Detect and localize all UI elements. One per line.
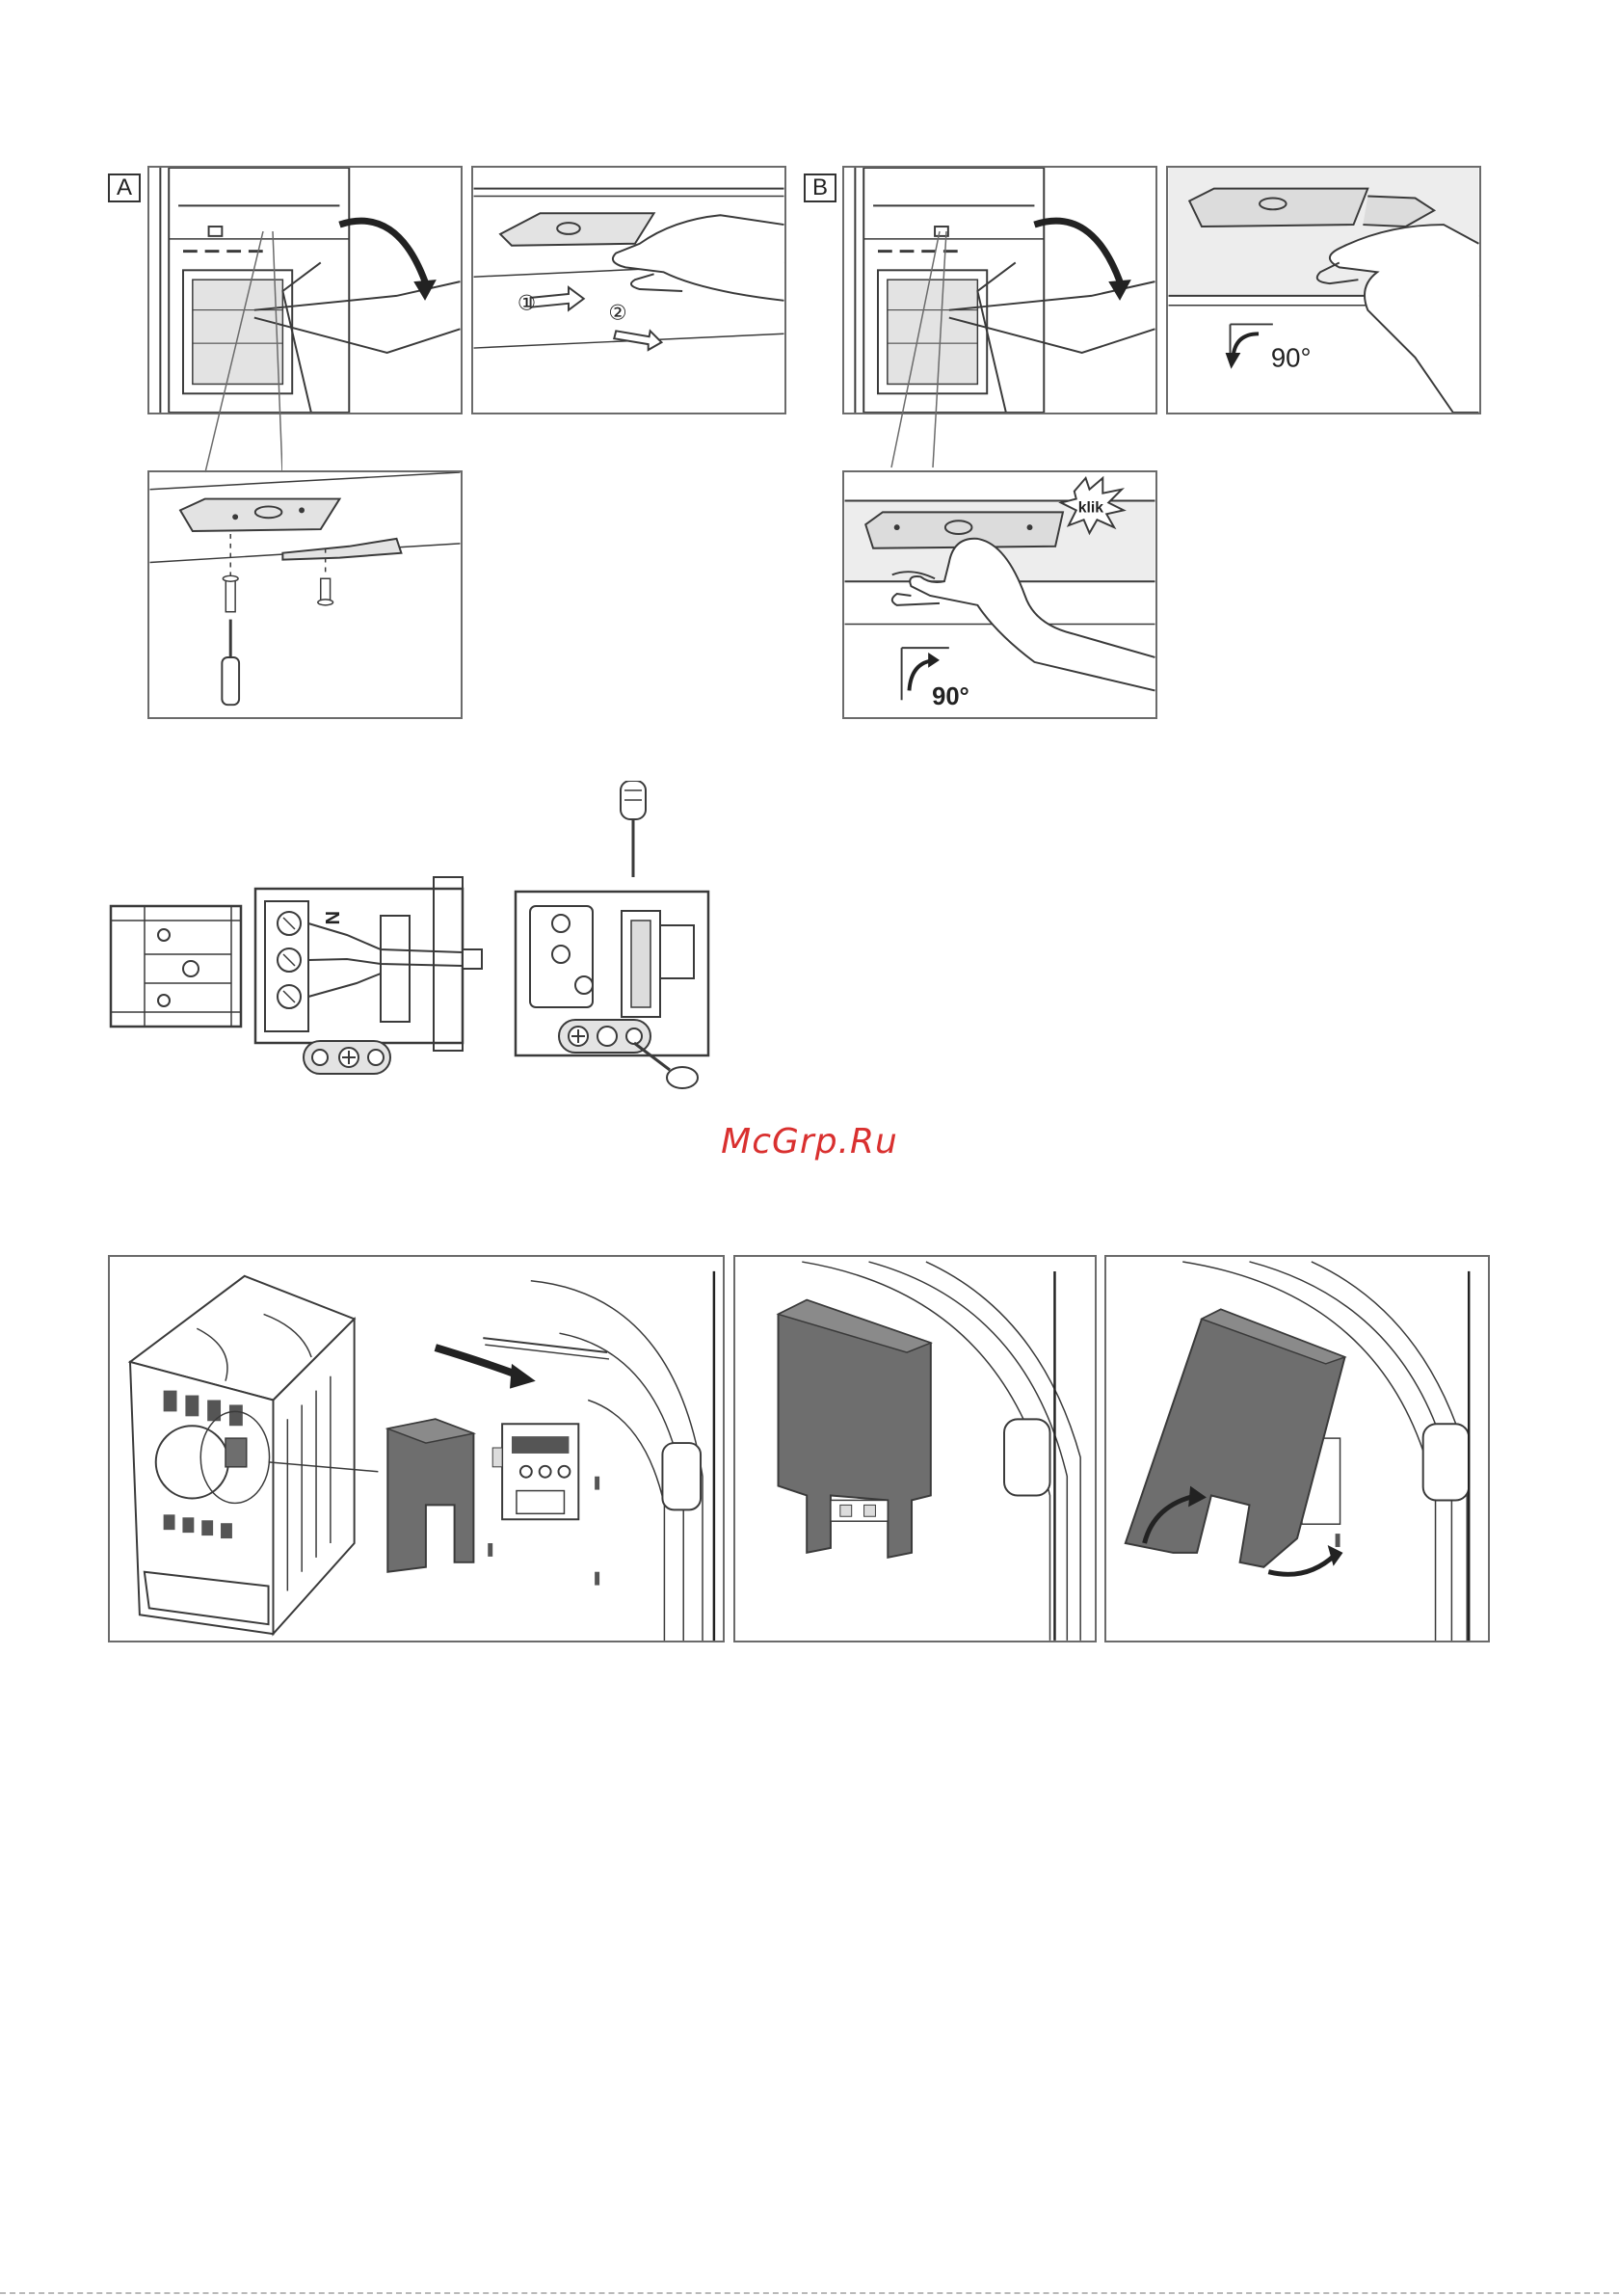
section-label-b: B xyxy=(804,174,836,202)
footer-dashed-rule xyxy=(0,2292,1619,2294)
hinge-screws-illustration xyxy=(149,472,461,717)
step-one-marker: ① xyxy=(518,291,536,315)
hinge-rotate-illustration: 90° xyxy=(1168,168,1479,413)
leader-line-a xyxy=(147,231,282,482)
step-two-marker: ② xyxy=(608,301,626,325)
figure-a3-hinge-screws xyxy=(147,470,463,719)
hinge-release-illustration: ① ② xyxy=(473,168,784,413)
click-label: klik xyxy=(1078,499,1104,516)
figure-b3-hinge-click: klik 90° xyxy=(842,470,1157,719)
watermark: McGrp.Ru xyxy=(713,1122,906,1161)
terminal-block-diagram: N xyxy=(106,781,723,1099)
cover-released-illustration xyxy=(1106,1257,1488,1641)
figure-c1-cooker-back xyxy=(108,1255,725,1642)
angle-label-b3: 90° xyxy=(932,683,969,710)
leader-line-b xyxy=(887,231,954,472)
hinge-click-illustration: klik 90° xyxy=(844,472,1155,717)
terminal-n-label: N xyxy=(321,911,342,924)
figure-c3-cover-released xyxy=(1104,1255,1490,1642)
figure-b2-hinge-rotate: 90° xyxy=(1166,166,1481,414)
cover-mounted-illustration xyxy=(735,1257,1095,1641)
section-label-a: A xyxy=(108,174,141,202)
figure-a2-hinge-release: ① ② xyxy=(471,166,786,414)
cooker-back-illustration xyxy=(110,1257,723,1641)
figure-c2-cover-mounted xyxy=(733,1255,1097,1642)
angle-label-b2: 90° xyxy=(1271,343,1312,373)
